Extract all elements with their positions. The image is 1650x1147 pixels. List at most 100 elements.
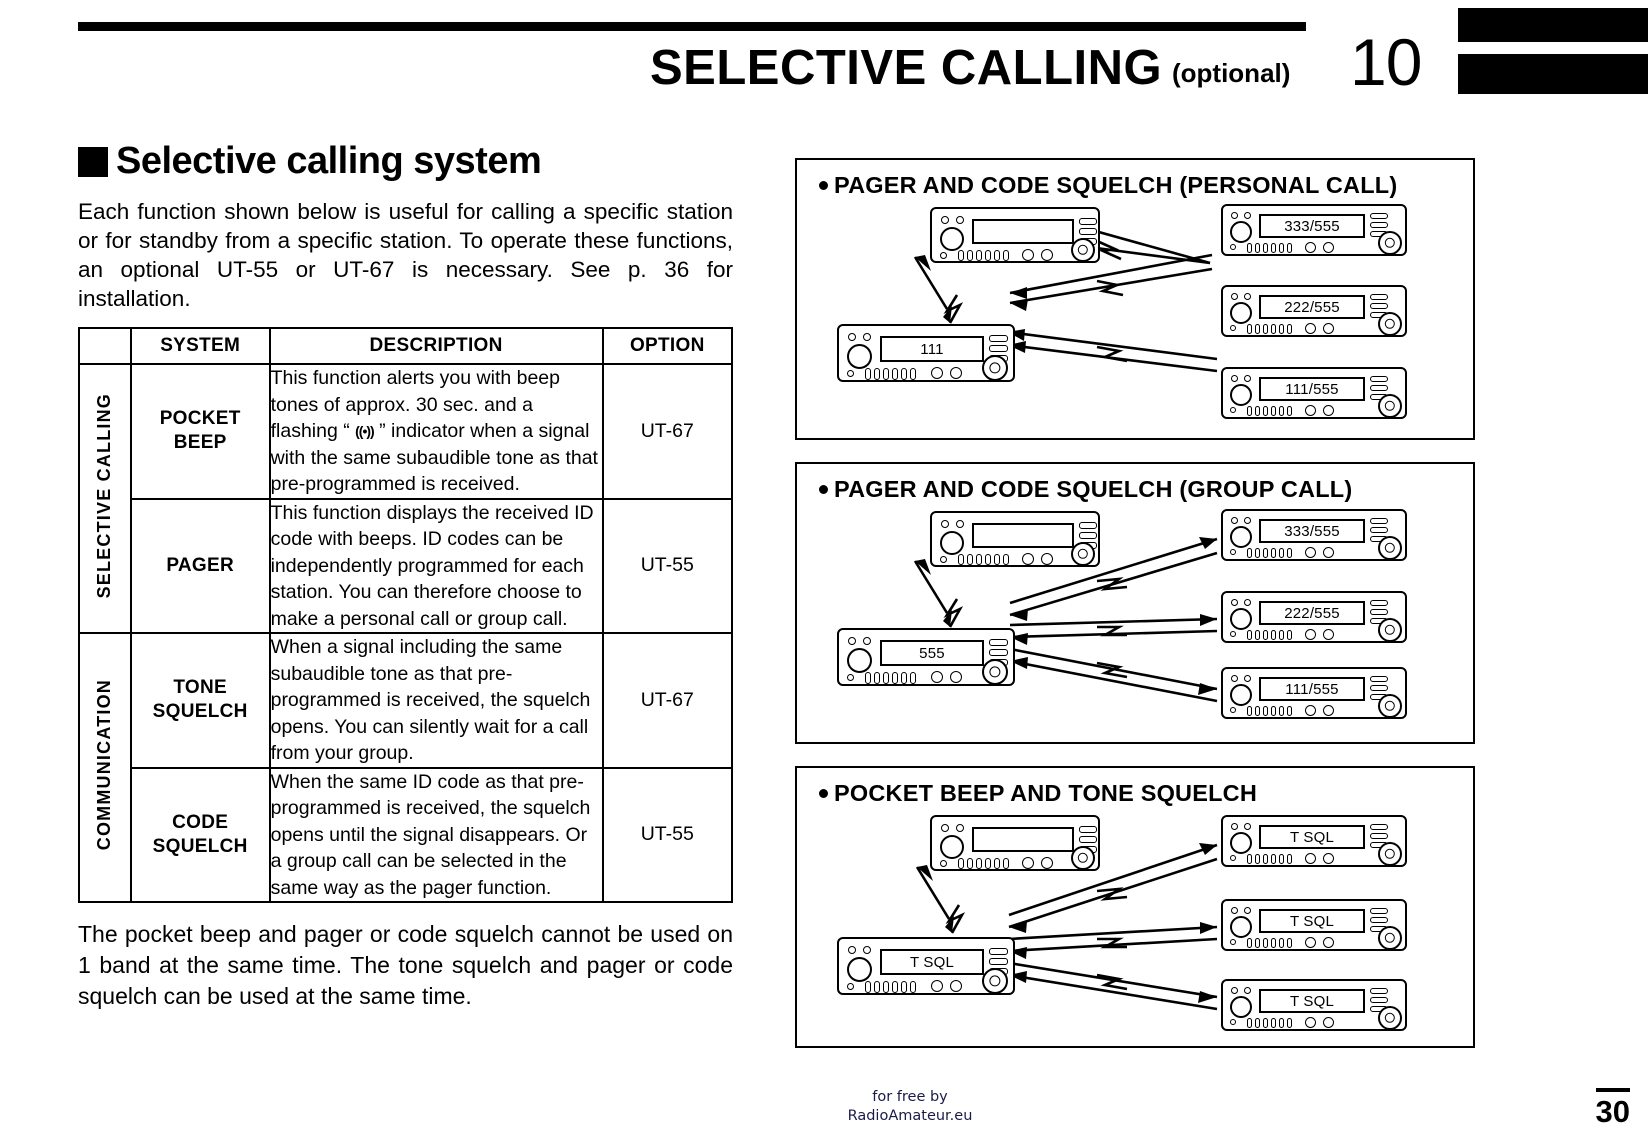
- panel-title: POCKET BEEP AND TONE SQUELCH: [797, 768, 1473, 807]
- table-header-row: SYSTEM DESCRIPTION OPTION: [78, 327, 734, 365]
- function-buttons: [1370, 294, 1388, 318]
- volume-knob: [847, 648, 872, 673]
- radio-display: T SQL: [880, 949, 984, 975]
- led-indicator-icon: [941, 216, 949, 224]
- tuning-dial: [1071, 846, 1095, 870]
- radio-display: T SQL: [1259, 825, 1365, 849]
- led-indicator-icon: [1230, 631, 1236, 637]
- led-indicator-icon: [848, 946, 856, 954]
- round-button-row: [1305, 853, 1334, 864]
- radio-unit-receiver: T SQL: [1221, 899, 1407, 951]
- led-indicator-icon: [1231, 823, 1238, 830]
- radio-display: T SQL: [1259, 989, 1365, 1013]
- round-button-row: [1022, 249, 1053, 261]
- volume-knob: [1230, 608, 1252, 630]
- radio-display: 111/555: [1259, 377, 1365, 401]
- round-button-row: [931, 980, 962, 992]
- led-indicator-icon: [1231, 375, 1238, 382]
- diagram-panel-personal-call: PAGER AND CODE SQUELCH (PERSONAL CALL): [795, 158, 1475, 440]
- led-indicator-icon: [1244, 599, 1251, 606]
- col-header-option: OPTION: [601, 327, 734, 365]
- radio-display: 333/555: [1259, 519, 1365, 543]
- led-indicator-icon: [1230, 707, 1236, 713]
- panel-body: T SQL T SQL: [797, 807, 1473, 1039]
- radio-unit-transmitter: 111: [837, 324, 1015, 382]
- system-cell-tone-squelch: TONE SQUELCH: [129, 632, 271, 769]
- button-row: [1247, 706, 1295, 716]
- radio-unit-receiver: T SQL: [1221, 815, 1407, 867]
- system-cell-pager: PAGER: [129, 497, 271, 634]
- tuning-dial: [1071, 542, 1095, 566]
- round-button-row: [931, 367, 962, 379]
- led-indicator-icon: [1230, 325, 1236, 331]
- col-header-category: [78, 327, 132, 365]
- button-row: [1247, 1018, 1295, 1028]
- round-button-row: [1305, 547, 1334, 558]
- led-indicator-icon: [1244, 675, 1251, 682]
- volume-knob: [1230, 832, 1252, 854]
- panel-body: 111 333/555: [797, 199, 1473, 431]
- radio-display: 111: [880, 336, 984, 362]
- tuning-dial: [1378, 694, 1402, 718]
- volume-knob: [940, 835, 964, 859]
- description-cell-pocket-beep: This function alerts you with beep tones…: [268, 363, 604, 500]
- marker-block-top: [1458, 8, 1648, 42]
- button-row: [865, 672, 919, 684]
- description-text-post: ” indicator when a signal with the same …: [270, 420, 598, 495]
- option-cell-pager: UT-55: [601, 497, 734, 634]
- led-indicator-icon: [847, 983, 854, 990]
- round-button-row: [1305, 242, 1334, 253]
- volume-knob: [940, 227, 964, 251]
- volume-knob: [1230, 996, 1252, 1018]
- led-indicator-icon: [847, 674, 854, 681]
- left-column: Selective calling system Each function s…: [78, 140, 738, 1035]
- system-label-line2: SQUELCH: [152, 701, 248, 723]
- table-row: COMMUNICATION TONE SQUELCH When a signal…: [78, 632, 734, 903]
- led-indicator-icon: [1230, 1019, 1236, 1025]
- bullet-dot-icon: [819, 181, 828, 190]
- option-cell-code-squelch: UT-55: [601, 766, 734, 903]
- chapter-marker-blocks: [1458, 8, 1648, 94]
- tuning-dial: [1378, 1006, 1402, 1030]
- volume-knob: [1230, 684, 1252, 706]
- panel-title: PAGER AND CODE SQUELCH (PERSONAL CALL): [797, 160, 1473, 199]
- led-indicator-icon: [1230, 244, 1236, 250]
- led-indicator-icon: [1244, 987, 1251, 994]
- radio-display: 111/555: [1259, 677, 1365, 701]
- volume-knob: [847, 957, 872, 982]
- credit-line-1: for free by: [872, 1089, 948, 1105]
- volume-knob: [1230, 221, 1252, 243]
- button-row: [958, 554, 1012, 565]
- round-button-row: [1305, 1017, 1334, 1028]
- section-heading: Selective calling system: [78, 140, 738, 183]
- radio-unit-receiver: 333/555: [1221, 204, 1407, 256]
- description-text-pre: This function alerts you with beep tones…: [270, 367, 560, 442]
- description-cell-tone-squelch: When a signal including the same subaudi…: [268, 632, 604, 769]
- button-row: [865, 981, 919, 993]
- square-bullet-icon: [78, 146, 108, 177]
- panel-title-text: POCKET BEEP AND TONE SQUELCH: [834, 780, 1258, 806]
- table-row: CODE SQUELCH When the same ID code as th…: [79, 766, 734, 903]
- option-cell-tone-squelch: UT-67: [601, 632, 734, 769]
- radio-display: 222/555: [1259, 601, 1365, 625]
- panel-body: 555 333/555: [797, 503, 1473, 735]
- led-indicator-icon: [863, 333, 871, 341]
- led-indicator-icon: [1230, 407, 1236, 413]
- page-title-optional: (optional): [1172, 58, 1291, 88]
- radio-display: 555: [880, 640, 984, 666]
- round-button-row: [1305, 705, 1334, 716]
- intro-paragraph: Each function shown below is useful for …: [78, 199, 733, 311]
- panel-title-text: PAGER AND CODE SQUELCH (PERSONAL CALL): [834, 172, 1398, 198]
- round-button-row: [1305, 323, 1334, 334]
- system-label-line2: BEEP: [173, 432, 227, 454]
- radio-unit-receiver: T SQL: [1221, 979, 1407, 1031]
- table-row: PAGER This function displays the receive…: [79, 497, 734, 634]
- col-header-system: SYSTEM: [129, 327, 271, 365]
- radio-unit-blank: [930, 815, 1100, 871]
- radio-unit-receiver: 333/555: [1221, 509, 1407, 561]
- marker-block-bottom: [1458, 54, 1648, 94]
- col-header-description: DESCRIPTION: [268, 327, 604, 365]
- pocket-beep-indicator-icon: ((•)): [355, 423, 375, 439]
- panel-title: PAGER AND CODE SQUELCH (GROUP CALL): [797, 464, 1473, 503]
- diagram-panel-group-call: PAGER AND CODE SQUELCH (GROUP CALL): [795, 462, 1475, 744]
